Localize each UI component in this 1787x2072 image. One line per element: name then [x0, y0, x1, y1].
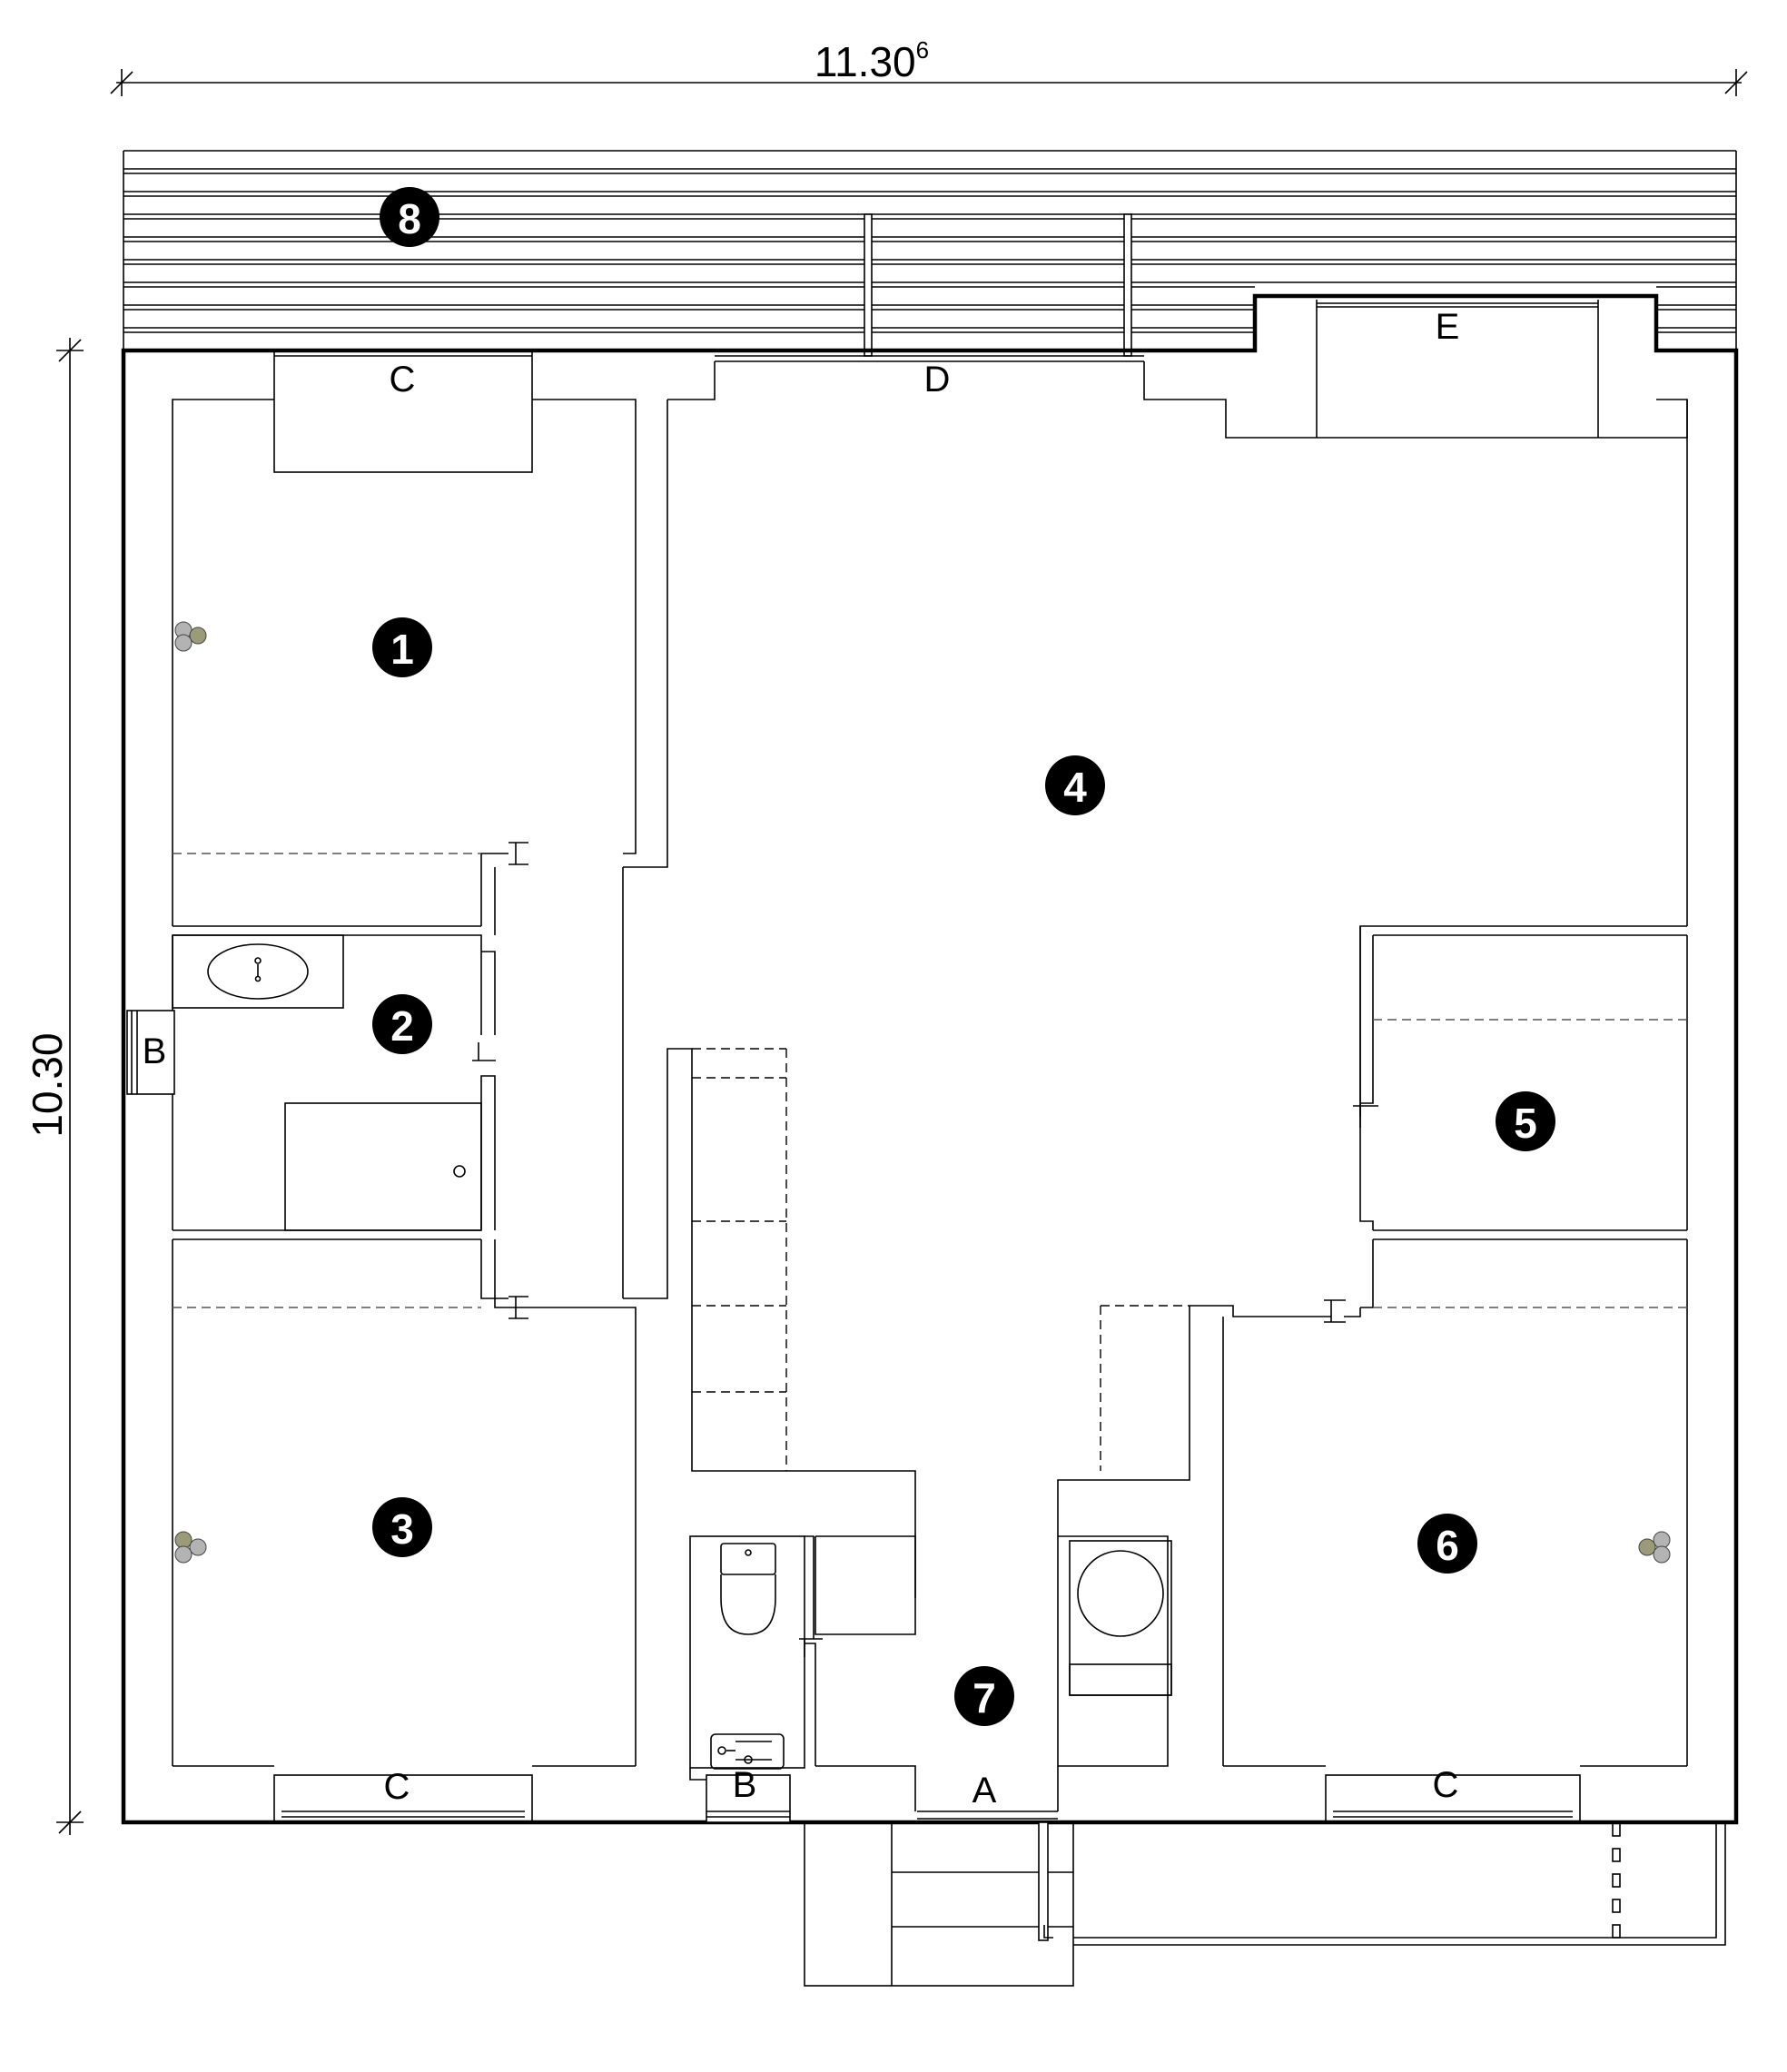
label-e: E — [1436, 307, 1460, 347]
window-b-bottom — [706, 1774, 791, 1823]
entrance-a — [917, 1811, 1058, 1820]
svg-text:4: 4 — [1063, 764, 1087, 811]
svg-text:11.306: 11.306 — [815, 36, 929, 85]
interior-walls — [172, 300, 1688, 1811]
exterior-wall — [121, 293, 1739, 1825]
light-fixture-room-1 — [174, 621, 207, 652]
bathroom-sink — [172, 934, 344, 1009]
patio — [1073, 1822, 1726, 1946]
staircase — [692, 1048, 1190, 1471]
height-dimension: 10.30 — [24, 338, 84, 1835]
room-marker-3: 3 — [372, 1497, 432, 1557]
deck-boards — [123, 150, 1737, 357]
room-marker-5: 5 — [1496, 1091, 1555, 1151]
label-a: A — [972, 1771, 997, 1811]
bathtub — [284, 1102, 482, 1231]
width-dimension-superscript: 6 — [916, 36, 929, 64]
svg-text:6: 6 — [1436, 1522, 1459, 1569]
room-marker-1: 1 — [372, 617, 432, 677]
width-dimension: 11.306 — [110, 36, 1748, 96]
room-marker-8: 8 — [380, 187, 439, 247]
label-c-bottom-right: C — [1433, 1765, 1459, 1805]
svg-text:3: 3 — [390, 1505, 414, 1553]
washing-machine — [1069, 1540, 1172, 1696]
room-marker-6: 6 — [1417, 1514, 1477, 1574]
entry-steps — [804, 1821, 1074, 1987]
toilet — [720, 1543, 776, 1635]
door-symbols — [472, 842, 1378, 1657]
label-c-top: C — [390, 360, 416, 400]
svg-text:1: 1 — [390, 626, 414, 673]
label-b-left: B — [143, 1031, 167, 1071]
svg-text:8: 8 — [398, 195, 421, 242]
label-b-bottom: B — [733, 1765, 757, 1805]
light-fixture-room-3 — [174, 1531, 207, 1564]
window-c-top — [273, 350, 533, 473]
room-marker-2: 2 — [372, 994, 432, 1054]
window-c-bottom-left — [273, 1774, 533, 1823]
svg-text:7: 7 — [972, 1674, 996, 1722]
window-c-bottom-right — [1325, 1774, 1581, 1823]
svg-text:5: 5 — [1514, 1100, 1537, 1147]
room-marker-7: 7 — [954, 1666, 1014, 1726]
wc-basin — [710, 1733, 785, 1770]
label-c-bottom-left: C — [384, 1767, 410, 1807]
label-d: D — [924, 360, 951, 400]
width-dimension-value: 11.30 — [815, 38, 916, 85]
room-marker-4: 4 — [1045, 755, 1105, 815]
svg-text:2: 2 — [390, 1002, 414, 1050]
window-b-left — [126, 1010, 175, 1095]
height-dimension-value: 10.30 — [24, 1032, 71, 1137]
light-fixture-room-6 — [1638, 1531, 1671, 1564]
